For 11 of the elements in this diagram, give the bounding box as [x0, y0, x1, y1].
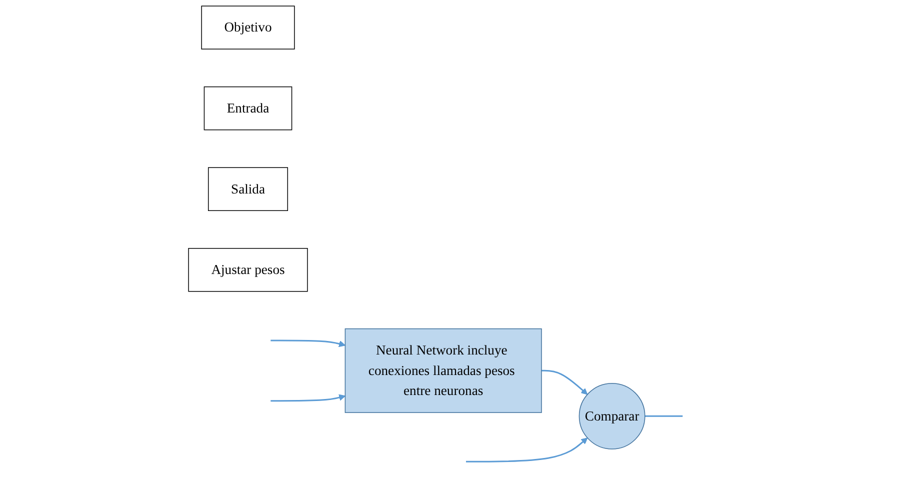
node-box: Neural Network incluye conexiones llamadas pesos entre neuronas: [345, 328, 542, 413]
node-box: Ajustar pesos: [188, 248, 308, 292]
arrow: [466, 438, 588, 462]
connector: [645, 415, 683, 417]
arrow: [542, 370, 588, 395]
node-box: Objetivo: [201, 6, 296, 50]
node-circle: Comparar: [579, 382, 646, 450]
arrow: [270, 394, 346, 402]
arrow: [270, 340, 346, 348]
node-box: Entrada: [204, 86, 292, 130]
node-box: Salida: [208, 167, 288, 211]
